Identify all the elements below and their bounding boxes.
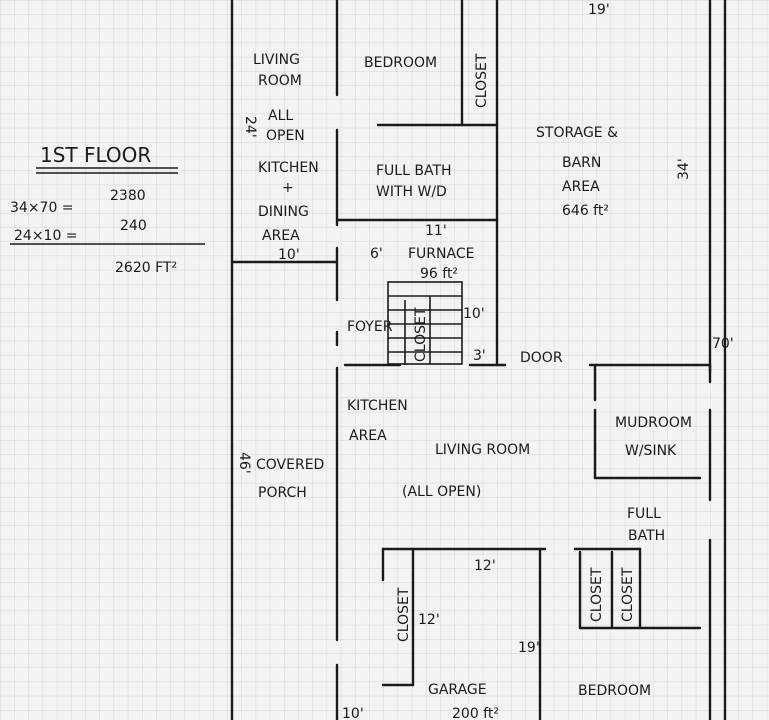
label-storage-3: AREA bbox=[562, 179, 600, 195]
label-garage-area: 200 ft² bbox=[452, 706, 499, 720]
area-line1-val: 2380 bbox=[110, 188, 146, 204]
label-bedroom-lower: BEDROOM bbox=[578, 683, 651, 699]
label-storage-1: STORAGE & bbox=[536, 125, 618, 141]
label-living-room-main: LIVING ROOM bbox=[435, 442, 530, 458]
walls bbox=[230, 0, 727, 720]
label-all-open-main: (ALL OPEN) bbox=[402, 484, 481, 500]
label-kitchen-1: KITCHEN bbox=[258, 160, 319, 176]
label-closet-top: CLOSET bbox=[474, 53, 490, 108]
label-bedroom-top: BEDROOM bbox=[364, 55, 437, 71]
area-line1-expr: 34×70 = bbox=[10, 200, 74, 216]
label-kitchen-area-1: KITCHEN bbox=[347, 398, 408, 414]
label-all-open-2: OPEN bbox=[266, 128, 305, 144]
label-storage-2: BARN bbox=[562, 155, 601, 171]
area-line2-expr: 24×10 = bbox=[14, 228, 78, 244]
label-closet-foyer: CLOSET bbox=[413, 307, 429, 362]
area-line2-val: 240 bbox=[120, 218, 147, 234]
label-living-room-top-2: ROOM bbox=[258, 73, 302, 89]
dim-19-garage: 19' bbox=[518, 640, 540, 656]
label-closet-lower-2: CLOSET bbox=[620, 567, 636, 622]
area-total: 2620 FT² bbox=[115, 260, 177, 276]
label-mudroom-2: W/SINK bbox=[625, 443, 677, 459]
label-furnace-2: 96 ft² bbox=[420, 266, 458, 282]
label-full-bath-lower-2: BATH bbox=[628, 528, 665, 544]
label-covered-porch-1: COVERED bbox=[256, 457, 324, 473]
label-mudroom-1: MUDROOM bbox=[615, 415, 692, 431]
dim-6: 6' bbox=[370, 246, 383, 262]
label-kitchen-2: DINING bbox=[258, 204, 309, 220]
label-covered-porch-2: PORCH bbox=[258, 485, 307, 501]
dim-12-top: 12' bbox=[474, 558, 496, 574]
dim-70: 70' bbox=[712, 336, 734, 352]
dim-10-kitchen: 10' bbox=[278, 247, 300, 263]
dim-10-stairs: 10' bbox=[463, 306, 485, 322]
label-full-bath-lower-1: FULL bbox=[627, 506, 661, 522]
dim-3: 3' bbox=[473, 348, 486, 364]
dim-12-side: 12' bbox=[418, 612, 440, 628]
label-furnace-1: FURNACE bbox=[408, 246, 474, 262]
label-kitchen-plus: + bbox=[282, 180, 294, 196]
dim-top-19: 19' bbox=[588, 2, 610, 18]
label-full-bath-1: FULL BATH bbox=[376, 163, 452, 179]
label-living-room-top-1: LIVING bbox=[253, 52, 300, 68]
label-door: DOOR bbox=[520, 350, 563, 366]
label-closet-lower-1: CLOSET bbox=[589, 567, 605, 622]
dim-left-24: 24' bbox=[242, 116, 258, 138]
dim-46: 46' bbox=[236, 452, 252, 474]
label-storage-4: 646 ft² bbox=[562, 203, 609, 219]
label-closet-garage: CLOSET bbox=[396, 587, 412, 642]
label-kitchen-area-2: AREA bbox=[349, 428, 387, 444]
label-garage: GARAGE bbox=[428, 682, 487, 698]
dim-right-34: 34' bbox=[676, 158, 692, 180]
label-foyer: FOYER bbox=[347, 319, 393, 335]
floor-title: 1ST FLOOR bbox=[40, 143, 151, 167]
dim-11: 11' bbox=[425, 223, 447, 239]
dim-10-bottom: 10' bbox=[342, 706, 364, 720]
label-all-open-1: ALL bbox=[268, 108, 293, 124]
label-full-bath-2: WITH W/D bbox=[376, 184, 447, 200]
label-kitchen-3: AREA bbox=[262, 228, 300, 244]
